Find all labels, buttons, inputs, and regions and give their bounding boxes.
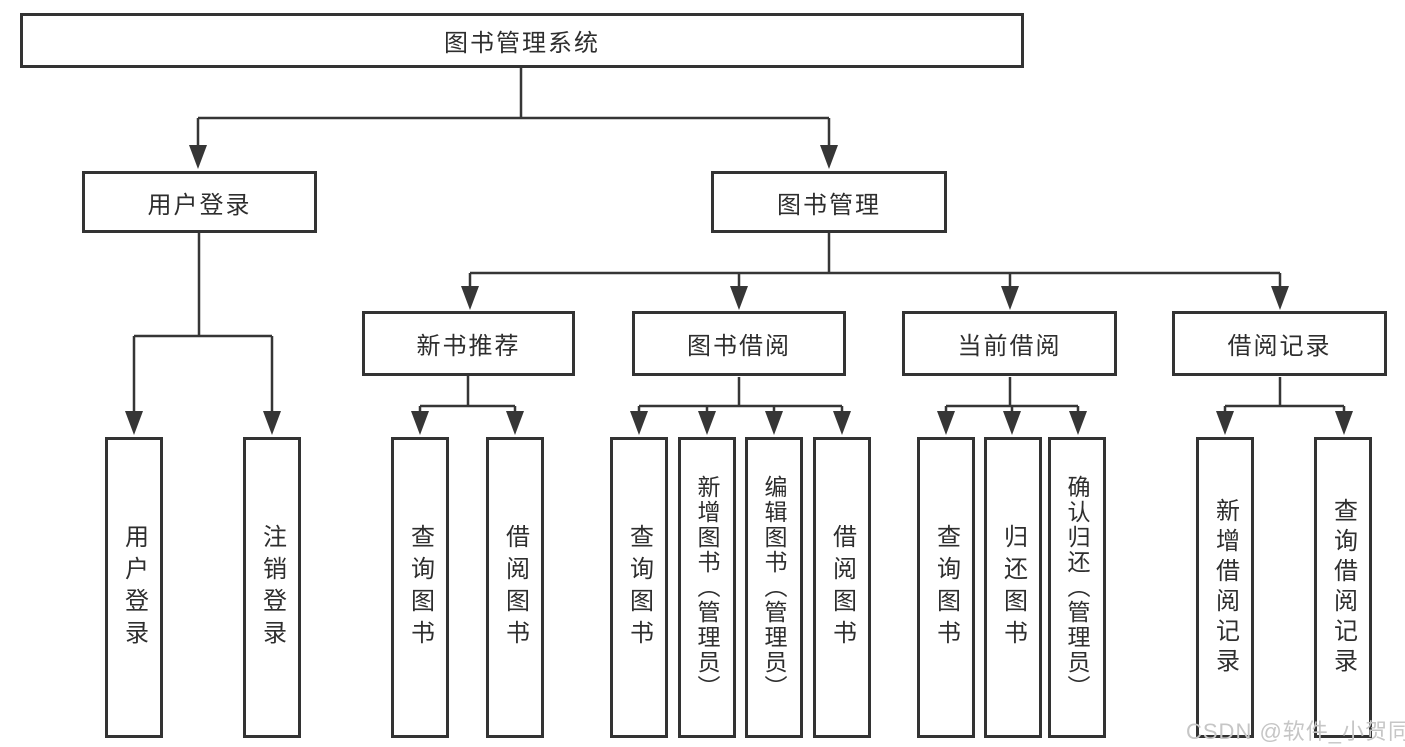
arrowheads-record-leaves [1216,411,1353,435]
leaf-query-books: 查询图书 [610,437,668,738]
leaf-logout: 注销登录 [243,437,301,738]
node-book-borrow: 图书借阅 [632,311,846,376]
node-label: 当前借阅 [957,333,1062,360]
leaf-return-books: 归还图书 [984,437,1042,738]
arrowheads-recommend-leaves [411,411,524,435]
leaf-label: 借阅图书 [501,523,529,652]
node-label: 图书借阅 [687,333,791,360]
leaf-query-books: 查询图书 [917,437,975,738]
leaf-label: 查询借阅记录 [1329,497,1357,678]
leaf-query-borrow-record: 查询借阅记录 [1314,437,1372,738]
csdn-watermark: CSDN @软件_小贺同学 [1186,719,1405,744]
node-label: 新书推荐 [416,333,521,360]
leaf-confirm-return-admin: 确认归还（管理员） [1048,437,1106,738]
leaf-label: 借阅图书 [828,523,856,652]
node-label: 借阅记录 [1227,333,1332,360]
leaf-query-books: 查询图书 [391,437,449,738]
leaf-label: 用户登录 [120,523,148,652]
connector-recommend-to-leaves [418,376,517,420]
arrowheads-level3 [461,286,1289,310]
arrowheads-borrow-leaves [630,411,851,435]
leaf-borrow-books: 借阅图书 [813,437,871,738]
connector-mgmt-to-level3 [468,233,1282,292]
leaf-user-login: 用户登录 [105,437,163,738]
leaf-borrow-books: 借阅图书 [486,437,544,738]
node-borrow-record: 借阅记录 [1172,311,1387,376]
leaf-label: 注销登录 [258,523,286,652]
node-label: 图书管理 [777,191,881,219]
leaf-label: 确认归还（管理员） [1064,475,1090,700]
connector-login-to-leaves [132,233,274,420]
node-label: 图书管理系统 [444,30,600,57]
leaf-label: 新增图书（管理员） [694,475,720,700]
leaf-label: 新增借阅记录 [1211,497,1239,678]
leaf-add-borrow-record: 新增借阅记录 [1196,437,1254,738]
leaf-label: 查询图书 [406,523,434,652]
node-book-management: 图书管理 [711,171,947,233]
arrowheads-current-leaves [937,411,1087,435]
node-new-book-recommend: 新书推荐 [362,311,575,376]
node-label: 用户登录 [147,191,252,219]
leaf-label: 归还图书 [999,523,1027,652]
leaf-add-books-admin: 新增图书（管理员） [678,437,736,738]
node-current-borrow: 当前借阅 [902,311,1117,376]
leaf-label: 编辑图书（管理员） [761,475,787,700]
connector-borrow-to-leaves [637,377,844,420]
connector-record-to-leaves [1223,377,1346,420]
leaf-edit-books-admin: 编辑图书（管理员） [745,437,803,738]
arrowheads-level2 [189,145,838,169]
connector-root-to-level2 [196,68,831,150]
leaf-label: 查询图书 [932,523,960,652]
node-user-login: 用户登录 [82,171,317,233]
leaf-label: 查询图书 [625,523,653,652]
node-library-management-system: 图书管理系统 [20,13,1024,68]
arrowheads-login-leaves [125,411,281,435]
